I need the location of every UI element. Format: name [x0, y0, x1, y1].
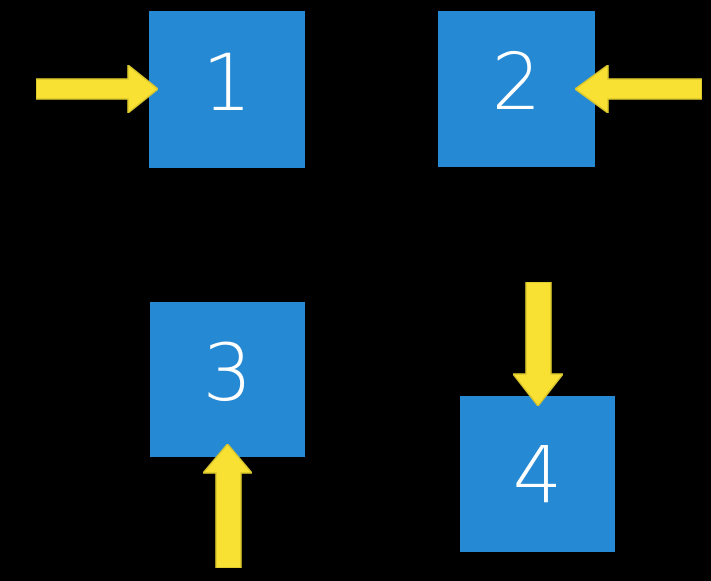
arrow-left-shape — [575, 65, 702, 113]
square-2-label: 2 — [491, 38, 542, 128]
square-3: 3 — [150, 302, 305, 457]
square-1-label: 1 — [202, 38, 252, 129]
arrow-down-shape — [513, 282, 563, 406]
square-2: 2 — [438, 11, 595, 167]
arrow-right-shape — [36, 65, 158, 113]
arrow-up-shape — [203, 444, 252, 568]
arrow-down-icon — [513, 282, 563, 406]
arrow-left-icon — [575, 65, 702, 113]
square-4-label: 4 — [512, 431, 563, 521]
square-4: 4 — [460, 396, 615, 552]
arrow-right-icon — [36, 65, 158, 113]
arrow-up-icon — [203, 444, 252, 568]
square-1: 1 — [149, 11, 305, 168]
square-3-label: 3 — [202, 328, 253, 419]
